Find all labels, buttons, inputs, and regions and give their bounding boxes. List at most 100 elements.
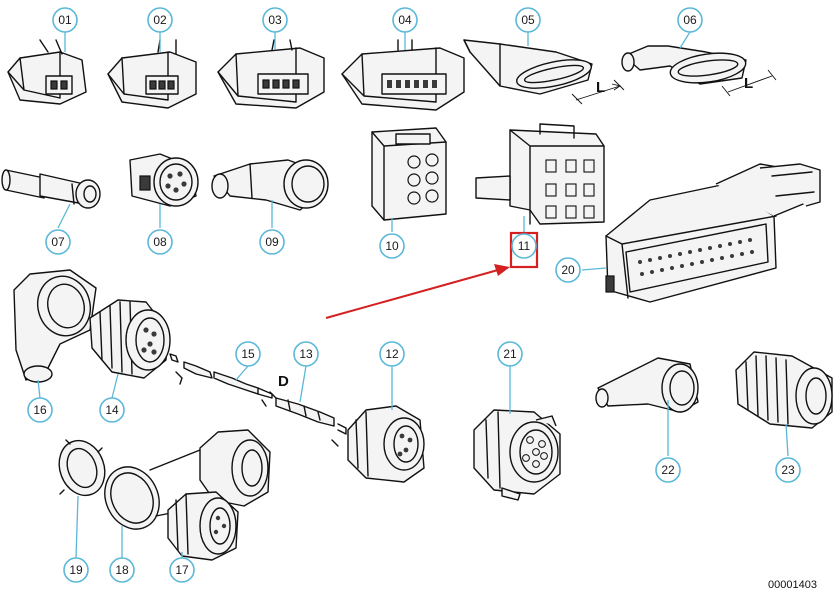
round-connector-14-drawing — [89, 299, 171, 379]
callout-circle — [511, 233, 537, 259]
callout-badge-22: 22 — [655, 457, 681, 483]
callout-circle — [52, 7, 78, 33]
round-connector-08-drawing — [129, 153, 199, 207]
callout-badge-04: 04 — [392, 7, 418, 33]
connector-03-drawing — [217, 39, 325, 109]
callout-badges: 01 02 03 04 05 06 07 08 09 10 11 12 13 14 15 16 17 18 19 20… — [27, 7, 801, 583]
callout-badge-19: 19 — [63, 557, 89, 583]
angled-boot-22-drawing — [595, 357, 699, 413]
socket-12-drawing — [347, 405, 425, 483]
callout-label: 20 — [561, 263, 575, 277]
callout-label: 21 — [503, 347, 517, 361]
callout-circle — [392, 7, 418, 33]
corrugated-sleeve-23-drawing — [735, 351, 833, 429]
callout-circle — [27, 397, 53, 423]
callout-circle — [262, 7, 288, 33]
callout-circle — [293, 341, 319, 367]
callout-badge-14: 14 — [99, 397, 125, 423]
dimension-l-label-a: L — [596, 79, 605, 96]
callout-badge-01: 01 — [52, 7, 78, 33]
highlight-box-11 — [509, 231, 539, 269]
callout-circle — [147, 7, 173, 33]
callout-label: 04 — [398, 13, 412, 27]
callout-circle — [515, 7, 541, 33]
callout-label: 17 — [175, 563, 189, 577]
callout-label: 11 — [518, 239, 531, 253]
boot-05-drawing — [463, 39, 625, 105]
callout-badge-23: 23 — [775, 457, 801, 483]
callout-badge-07: 07 — [45, 229, 71, 255]
callout-label: 06 — [683, 13, 697, 27]
callout-badge-10: 10 — [379, 233, 405, 259]
callout-label: 05 — [521, 13, 535, 27]
callout-circle — [259, 229, 285, 255]
callout-circle — [99, 397, 125, 423]
callout-badge-05: 05 — [515, 7, 541, 33]
housing-10-drawing — [371, 127, 447, 221]
callout-circle — [775, 457, 801, 483]
callout-label: 12 — [385, 347, 399, 361]
leader-lines — [37, 31, 789, 559]
callout-badge-02: 02 — [147, 7, 173, 33]
callout-circle — [655, 457, 681, 483]
connector-02-drawing — [107, 39, 197, 109]
callout-badge-09: 09 — [259, 229, 285, 255]
callout-badge-03: 03 — [262, 7, 288, 33]
callout-label: 18 — [115, 563, 129, 577]
callout-badge-17: 17 — [169, 557, 195, 583]
callout-badge-15: 15 — [235, 341, 261, 367]
connector-01-drawing — [7, 39, 87, 105]
callout-badge-21: 21 — [497, 341, 523, 367]
detail-d-label: D — [278, 373, 289, 390]
locking-ring-19-drawing — [58, 439, 106, 497]
diagram-reference-number: 00001403 — [768, 579, 817, 591]
callout-label: 15 — [241, 347, 255, 361]
connector-pair-17-drawing — [167, 429, 271, 561]
callout-label: 23 — [781, 463, 795, 477]
socket-21-drawing — [473, 409, 561, 501]
callout-badge-13: 13 — [293, 341, 319, 367]
callout-label: 10 — [385, 239, 399, 253]
callout-label: 01 — [58, 13, 72, 27]
callout-circle — [555, 257, 581, 283]
pin-07-drawing — [1, 169, 101, 209]
boot-06-drawing — [621, 45, 777, 97]
callout-label: 02 — [153, 13, 167, 27]
callout-badge-20: 20 — [555, 257, 581, 283]
callout-badge-16: 16 — [27, 397, 53, 423]
callout-label: 09 — [265, 235, 279, 249]
callout-circle — [379, 233, 405, 259]
control-unit-plug-20-drawing — [605, 163, 821, 303]
callout-circle — [235, 341, 261, 367]
callout-label: 16 — [33, 403, 47, 417]
terminal-pins-drawing — [169, 353, 273, 407]
callout-circle — [109, 557, 135, 583]
callout-label: 03 — [268, 13, 282, 27]
callout-label: 13 — [299, 347, 313, 361]
terminal-pins-13-drawing — [269, 391, 347, 447]
dimension-l-label-b: L — [744, 75, 753, 92]
callout-circle — [147, 229, 173, 255]
callout-badge-12: 12 — [379, 341, 405, 367]
callout-circle — [169, 557, 195, 583]
callout-circle — [63, 557, 89, 583]
callout-badge-08: 08 — [147, 229, 173, 255]
callout-label: 07 — [51, 235, 65, 249]
callout-badge-06: 06 — [677, 7, 703, 33]
angled-boot-09-drawing — [211, 159, 329, 211]
callout-label: 14 — [105, 403, 119, 417]
callout-circle — [379, 341, 405, 367]
angled-boot-16-drawing — [13, 269, 97, 383]
highlight-arrow — [325, 264, 510, 319]
callout-label: 08 — [153, 235, 167, 249]
callout-circle — [45, 229, 71, 255]
seal-18-drawing — [104, 449, 201, 530]
callout-badge-18: 18 — [109, 557, 135, 583]
callout-badge-11: 11 — [511, 233, 537, 259]
housing-11-drawing — [475, 123, 605, 225]
callout-label: 19 — [69, 563, 83, 577]
connector-04-drawing — [341, 39, 465, 111]
callout-label: 22 — [661, 463, 675, 477]
callout-circle — [497, 341, 523, 367]
